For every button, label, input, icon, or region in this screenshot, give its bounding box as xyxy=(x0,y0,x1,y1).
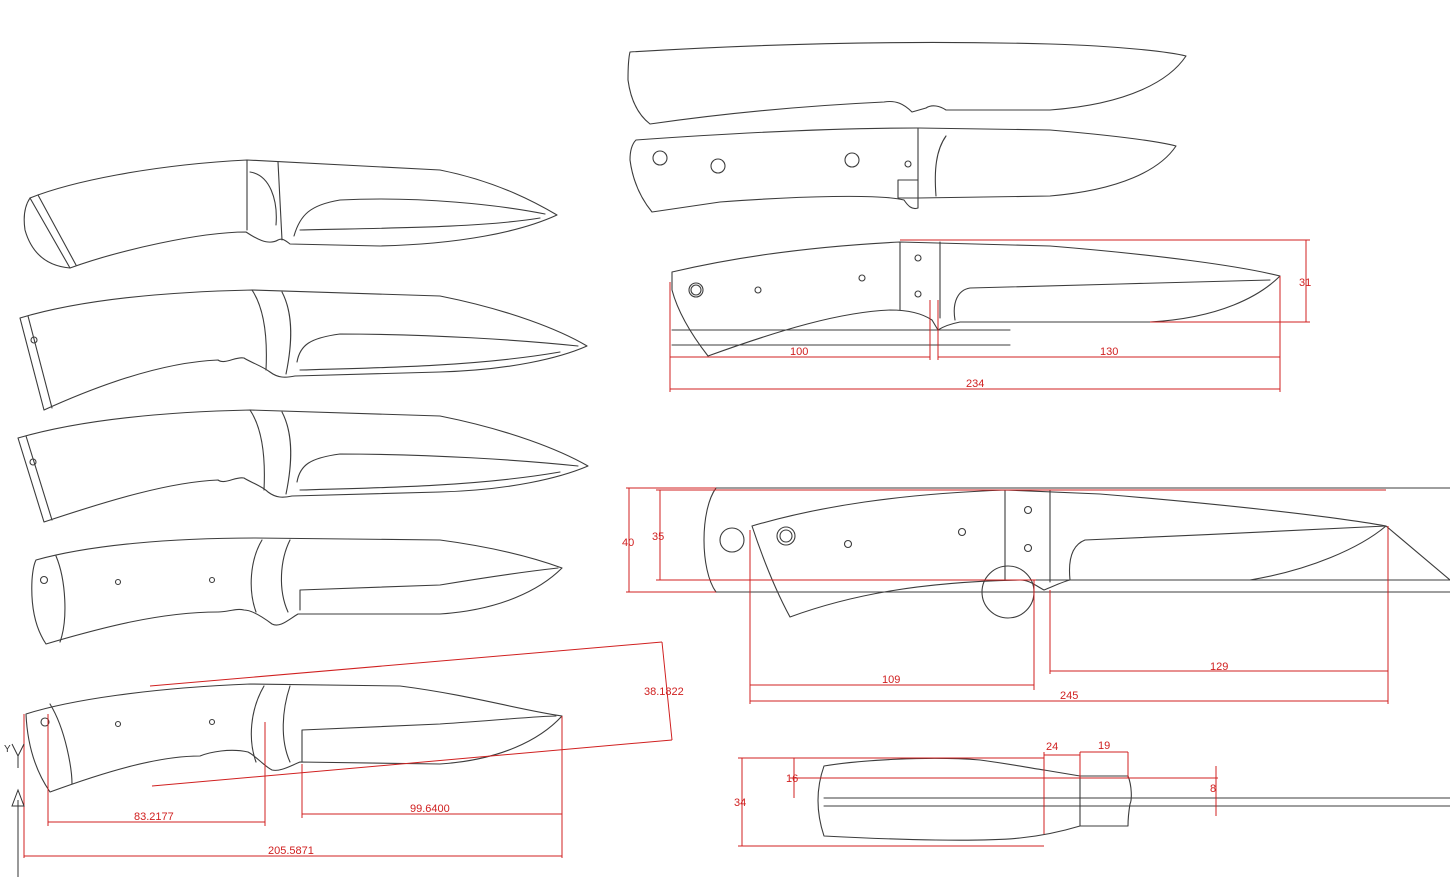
handle-top-view xyxy=(817,757,1450,841)
axis-y-label: Y xyxy=(4,744,11,755)
dim-edge-text: 130 xyxy=(1100,346,1118,358)
dim-blade-height-text: 35 xyxy=(652,531,664,543)
knife-left-4 xyxy=(31,537,563,645)
knife-right-large-dimensions: 40 35 109 129 245 xyxy=(622,487,1389,704)
dim-overall-text: 245 xyxy=(1060,690,1078,702)
knife-right-2 xyxy=(629,127,1177,213)
dim-guard-text: 24 xyxy=(1046,741,1058,753)
dim-handle-text: 83.2177 xyxy=(134,811,174,823)
dim-height-text: 31 xyxy=(1299,277,1311,289)
dim-handle-text: 100 xyxy=(790,346,808,358)
dim-bolster-text: 19 xyxy=(1098,740,1110,752)
dim-tang-text: 8 xyxy=(1210,783,1216,795)
knife-left-3 xyxy=(17,409,589,523)
dim-width-text: 34 xyxy=(734,797,746,809)
dim-height-text: 38.1822 xyxy=(644,686,684,698)
knife-right-large xyxy=(703,487,1450,619)
dim-overall-text: 234 xyxy=(966,378,984,390)
dim-handle-text: 109 xyxy=(882,674,900,686)
dim-edge-text: 129 xyxy=(1210,661,1228,673)
knife-right-3 xyxy=(671,241,1281,357)
dim-overall-text: 205.5871 xyxy=(268,845,314,857)
dim-stock-height-text: 40 xyxy=(622,537,634,549)
y-axis-marker: Y xyxy=(4,743,25,877)
dim-half-width-text: 16 xyxy=(786,773,798,785)
handle-top-view-dimensions: 34 16 24 19 8 xyxy=(734,740,1218,847)
knife-right-1 xyxy=(627,41,1187,125)
knife-left-2 xyxy=(19,289,588,411)
dim-edge-text: 99.6400 xyxy=(410,803,450,815)
knife-right-3-dimensions: 31 100 130 234 xyxy=(669,239,1311,392)
knife-left-1 xyxy=(23,159,558,269)
knife-left-5-dimensions: 38.1822 83.2177 99.6400 205.5871 xyxy=(23,641,684,858)
knife-left-5 xyxy=(25,683,563,793)
